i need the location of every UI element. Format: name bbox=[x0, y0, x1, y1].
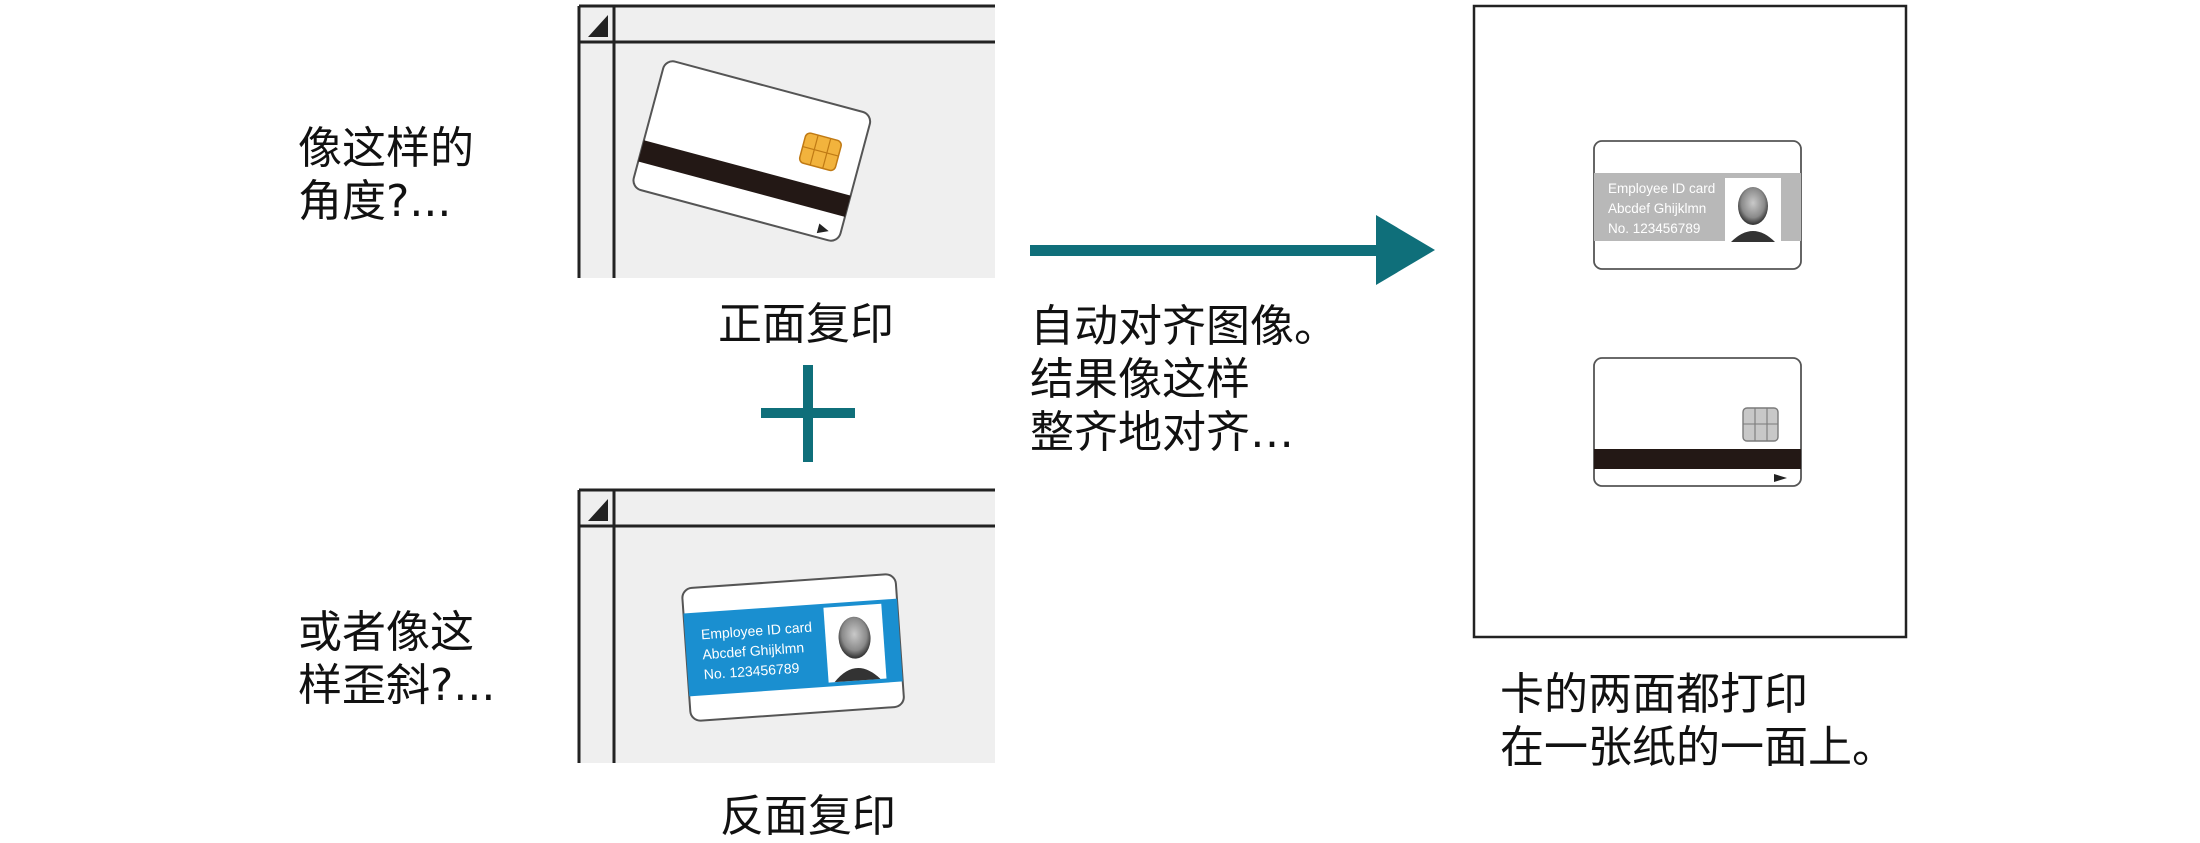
card-line-1: Employee ID card bbox=[700, 619, 812, 643]
corner-marker-icon bbox=[588, 15, 608, 37]
printed-id-card: Employee ID card Abcdef Ghijklmn No. 123… bbox=[1593, 140, 1802, 270]
card-line-2: Abcdef Ghijklmn bbox=[1608, 201, 1706, 216]
scanner-glass-back: Employee ID card Abcdef Ghijklmn No. 123… bbox=[577, 488, 995, 763]
plus-sign bbox=[761, 365, 855, 462]
printed-card-front bbox=[1593, 357, 1802, 487]
auto-align-description: 自动对齐图像。 结果像这样 整齐地对齐… bbox=[1030, 301, 1338, 458]
scanner-glass-front bbox=[577, 4, 995, 278]
card-line-3: No. 123456789 bbox=[1608, 221, 1700, 236]
chip-icon bbox=[798, 132, 842, 172]
result-description: 卡的两面都打印 在一张纸的一面上。 bbox=[1500, 669, 1896, 773]
portrait-photo bbox=[834, 616, 881, 683]
corner-marker-icon bbox=[588, 499, 608, 521]
output-paper: Employee ID card Abcdef Ghijklmn No. 123… bbox=[1472, 4, 1908, 639]
front-angle-question: 像这样的 角度?... bbox=[298, 123, 474, 227]
card-front-tilted bbox=[632, 60, 872, 242]
play-arrow-icon bbox=[816, 223, 829, 234]
card-line-2: Abcdef Ghijklmn bbox=[702, 639, 805, 662]
back-skew-question: 或者像这 样歪斜?... bbox=[298, 607, 496, 711]
id-card-skewed: Employee ID card Abcdef Ghijklmn No. 123… bbox=[681, 573, 905, 722]
play-arrow-icon bbox=[1774, 474, 1787, 482]
arrow-right-icon bbox=[1030, 215, 1435, 285]
back-copy-label: 反面复印 bbox=[720, 791, 896, 842]
front-copy-label: 正面复印 bbox=[718, 299, 894, 350]
chip-icon bbox=[1742, 407, 1779, 442]
card-line-3: No. 123456789 bbox=[703, 660, 800, 683]
portrait-photo bbox=[1731, 187, 1775, 242]
card-line-1: Employee ID card bbox=[1608, 181, 1715, 196]
